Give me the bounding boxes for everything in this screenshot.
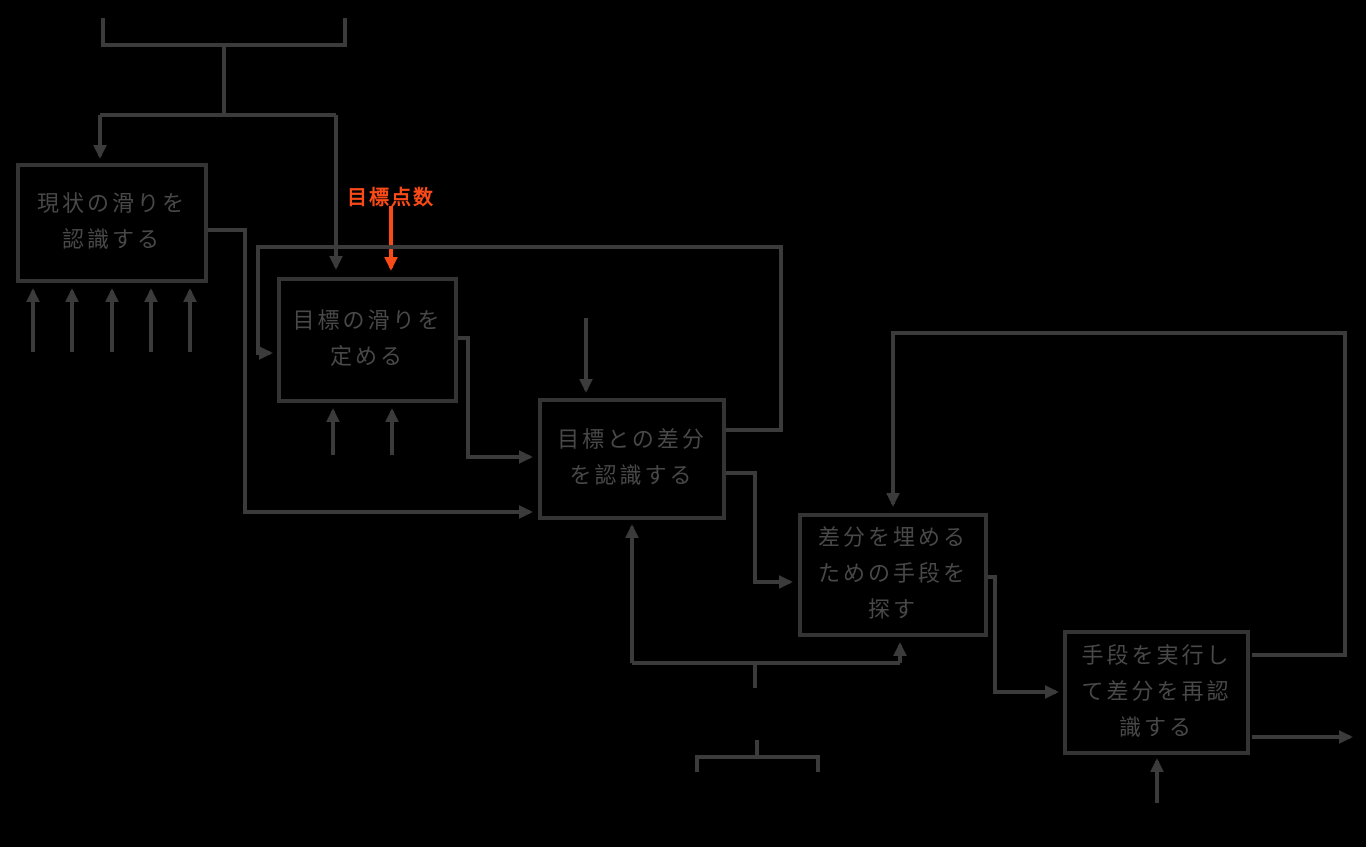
node-recognize-current: 現状の滑りを 認識する xyxy=(16,163,208,283)
node-recognize-current-label: 現状の滑りを 認識する xyxy=(36,192,187,253)
means-to-execute-line xyxy=(988,575,1059,699)
node-set-target-label: 目標の滑りを 定める xyxy=(292,309,443,370)
node-execute-means-label: 手段を実行し て差分を再認 識する xyxy=(1081,643,1232,741)
gap-to-means-line xyxy=(726,471,793,589)
node-recognize-gap: 目標との差分 を認識する xyxy=(538,398,726,520)
node-find-means: 差分を埋める ための手段を 探す xyxy=(798,513,988,637)
node-set-target: 目標の滑りを 定める xyxy=(277,277,458,403)
node-find-means-label: 差分を埋める ための手段を 探す xyxy=(817,526,968,623)
bottom-group-bracket xyxy=(695,755,820,772)
top-group-bracket xyxy=(101,18,347,47)
node-execute-means: 手段を実行し て差分を再認 識する xyxy=(1063,630,1250,755)
node-recognize-gap-label: 目標との差分 を認識する xyxy=(557,428,707,489)
reset-loop-line xyxy=(256,245,783,432)
target-score-label: 目標点数 xyxy=(347,185,435,209)
current-to-gap-line xyxy=(208,228,533,519)
iterate-loop-line xyxy=(886,331,1347,657)
target-to-gap-line xyxy=(458,336,533,464)
